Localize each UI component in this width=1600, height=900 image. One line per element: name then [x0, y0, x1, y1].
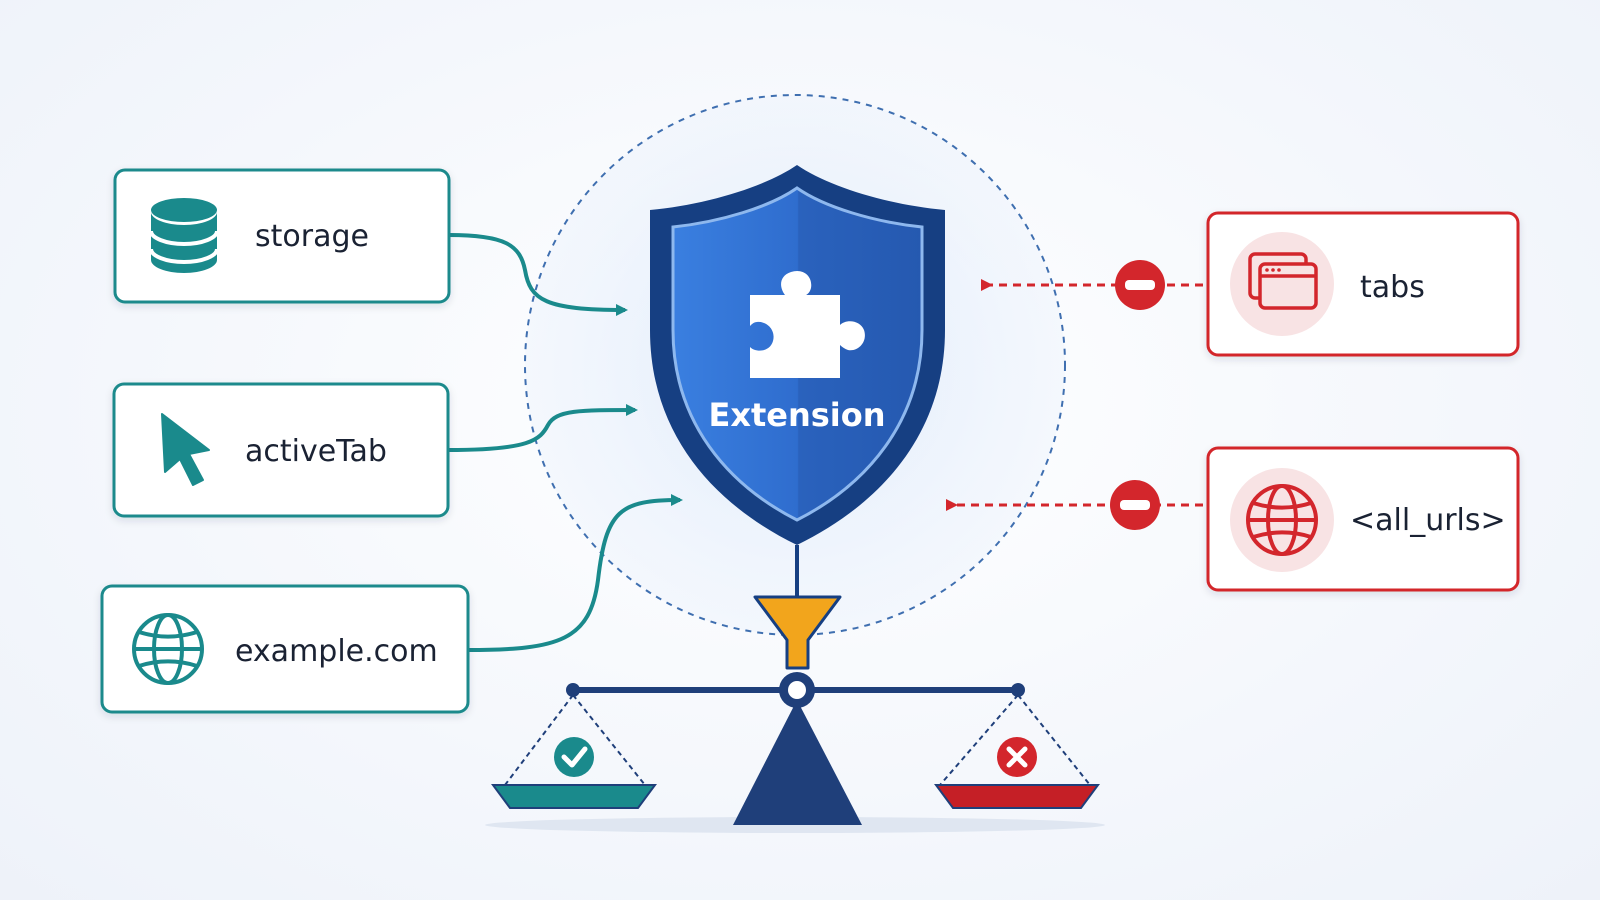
scale-base	[733, 700, 862, 825]
globe-icon	[132, 613, 204, 685]
blocked-connectors	[946, 279, 1203, 511]
blocked-pan	[934, 784, 1100, 809]
block-badge-allurls	[1110, 480, 1160, 530]
x-circle-icon	[997, 737, 1037, 777]
browser-windows-icon	[1230, 232, 1334, 336]
block-badge-tabs	[1115, 260, 1165, 310]
connector-example	[467, 494, 683, 652]
permission-label-storage: storage	[255, 219, 369, 254]
permission-label-tabs: tabs	[1360, 270, 1425, 305]
globe-icon	[1230, 468, 1334, 572]
funnel-icon	[753, 595, 842, 670]
permission-label-example: example.com	[235, 634, 438, 669]
permission-card-example	[100, 584, 470, 714]
permission-label-allurls: <all_urls>	[1350, 503, 1506, 538]
allowed-connectors	[447, 233, 683, 652]
check-circle-icon	[554, 737, 594, 777]
permission-label-activetab: activeTab	[245, 434, 387, 469]
allowed-pan	[491, 784, 657, 809]
connector-activetab	[447, 404, 638, 452]
puzzle-piece-icon	[750, 270, 865, 378]
cursor-arrow-icon	[161, 413, 210, 486]
extension-label: Extension	[708, 396, 885, 434]
connector-storage	[448, 233, 628, 316]
extension-shield: Extension	[650, 165, 945, 545]
database-icon	[149, 198, 219, 273]
balance-scale	[491, 672, 1100, 825]
